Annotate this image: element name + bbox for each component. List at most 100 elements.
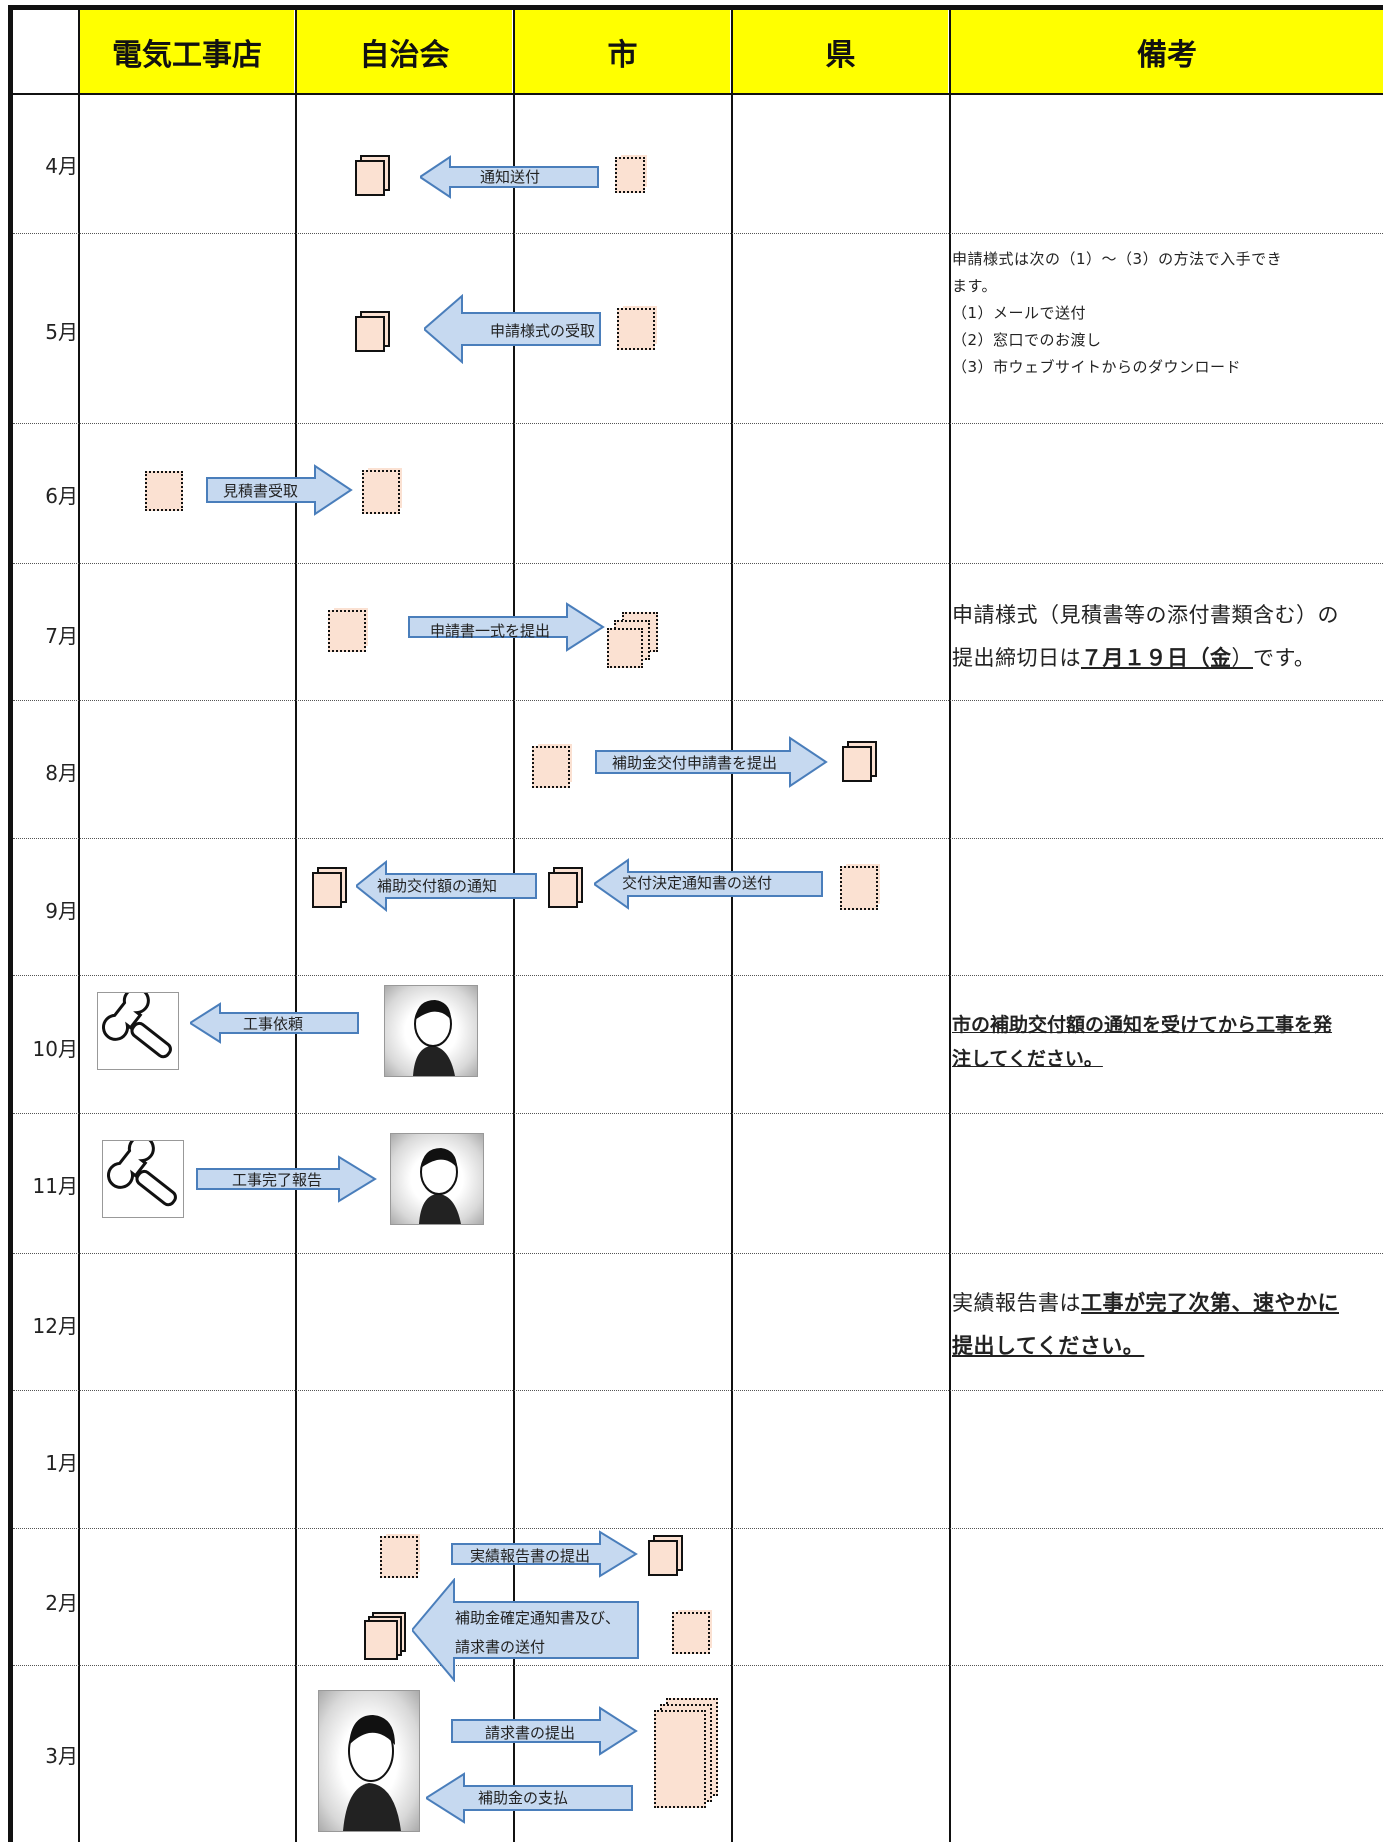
arrow-label: 見積書受取 bbox=[223, 482, 299, 500]
month-label: 10月 bbox=[32, 1037, 78, 1061]
remarks-line: 市の補助交付額の通知を受けてから工事を発 bbox=[952, 1014, 1333, 1036]
month-label: 8月 bbox=[45, 761, 78, 785]
left-arrow bbox=[412, 1578, 639, 1682]
left-arrow bbox=[190, 1002, 359, 1044]
document-icon bbox=[607, 628, 643, 668]
arrow-label: 工事完了報告 bbox=[232, 1171, 323, 1189]
month-label: 4月 bbox=[45, 154, 78, 178]
month-label: 3月 bbox=[45, 1744, 78, 1768]
remarks-july: 申請様式（見積書等の添付書類含む）の 提出締切日は７月１９日（金）です。 bbox=[952, 594, 1380, 680]
left-arrow bbox=[356, 860, 537, 912]
row-divider bbox=[13, 233, 1383, 234]
arrow-label: 補助金確定通知書及び、 bbox=[455, 1609, 621, 1627]
remarks-october: 市の補助交付額の通知を受けてから工事を発 注してください。 bbox=[952, 1008, 1380, 1076]
month-label: 5月 bbox=[45, 320, 78, 344]
arrow-label: 補助金交付申請書を提出 bbox=[612, 754, 778, 772]
month-label: 9月 bbox=[45, 899, 78, 923]
row-divider bbox=[13, 1390, 1383, 1391]
remarks-emphasis: 工事が完了次第、速やかに bbox=[1081, 1291, 1339, 1315]
document-icon bbox=[355, 160, 385, 196]
month-label: 11月 bbox=[32, 1174, 78, 1198]
left-arrow bbox=[426, 1772, 633, 1824]
header-col-remarks: 備考 bbox=[951, 9, 1383, 94]
remarks-line: （2）窓口でのお渡し bbox=[952, 331, 1102, 349]
remarks-text: 実績報告書は bbox=[952, 1291, 1081, 1315]
remarks-text: です。 bbox=[1253, 646, 1316, 670]
person-icon bbox=[384, 985, 478, 1077]
remarks-line: （1）メールで送付 bbox=[952, 304, 1087, 322]
remarks-line: 注してください。 bbox=[952, 1048, 1103, 1070]
left-arrow bbox=[420, 155, 599, 199]
right-arrow bbox=[408, 602, 605, 652]
deadline-paren: ） bbox=[1231, 646, 1253, 670]
document-icon bbox=[672, 1612, 710, 1654]
month-label: 2月 bbox=[45, 1591, 78, 1615]
row-divider bbox=[13, 423, 1383, 424]
person-icon bbox=[390, 1133, 484, 1225]
remarks-text: 提出締切日は bbox=[952, 646, 1081, 670]
right-arrow bbox=[451, 1530, 638, 1578]
row-divider bbox=[13, 975, 1383, 976]
header-col-neighborhood: 自治会 bbox=[297, 9, 512, 94]
header-col-city: 市 bbox=[515, 9, 730, 94]
header-col-prefecture: 県 bbox=[733, 9, 948, 94]
month-label: 12月 bbox=[32, 1314, 78, 1338]
document-icon bbox=[532, 746, 570, 788]
month-label: 1月 bbox=[45, 1451, 78, 1475]
arrow-label: 請求書の提出 bbox=[485, 1724, 576, 1742]
arrow-label: 通知送付 bbox=[480, 168, 541, 186]
document-icon bbox=[548, 872, 578, 908]
remarks-line: ます。 bbox=[952, 277, 998, 295]
deadline-weekday: 金 bbox=[1210, 646, 1232, 670]
document-icon bbox=[654, 1710, 706, 1808]
left-arrow bbox=[594, 858, 823, 910]
arrow-label: 申請書一式を提出 bbox=[430, 622, 551, 640]
col-divider bbox=[949, 5, 951, 1842]
row-divider bbox=[13, 1253, 1383, 1254]
col-divider bbox=[78, 5, 80, 1842]
document-icon bbox=[355, 316, 385, 352]
right-arrow bbox=[451, 1706, 638, 1756]
arrow-label: 工事依頼 bbox=[243, 1015, 304, 1033]
arrow-label: 交付決定通知書の送付 bbox=[622, 874, 773, 892]
table-top-border bbox=[8, 5, 1383, 10]
right-arrow bbox=[595, 736, 828, 788]
person-icon bbox=[318, 1690, 420, 1832]
col-divider bbox=[731, 5, 733, 1842]
wrench-icon bbox=[102, 1135, 184, 1218]
document-icon bbox=[364, 1620, 398, 1660]
document-icon bbox=[380, 1536, 418, 1578]
document-icon bbox=[145, 471, 183, 511]
remarks-line: 申請様式は次の（1）～（3）の方法で入手でき bbox=[952, 250, 1283, 268]
document-icon bbox=[328, 610, 366, 652]
row-divider bbox=[13, 1528, 1383, 1529]
remarks-line: 提出締切日は７月１９日（金）です。 bbox=[952, 637, 1380, 680]
arrow-label: 補助交付額の通知 bbox=[377, 877, 498, 895]
remarks-line: （3）市ウェブサイトからのダウンロード bbox=[952, 358, 1242, 376]
col-divider bbox=[295, 5, 297, 1842]
right-arrow bbox=[196, 1155, 377, 1203]
document-icon bbox=[615, 157, 645, 193]
header-col-electrician: 電気工事店 bbox=[80, 9, 294, 94]
document-icon bbox=[842, 746, 872, 782]
arrow-label: 請求書の送付 bbox=[455, 1638, 546, 1656]
row-divider bbox=[13, 838, 1383, 839]
arrow-label: 補助金の支払 bbox=[478, 1789, 569, 1807]
wrench-icon bbox=[97, 987, 179, 1070]
remarks-may: 申請様式は次の（1）～（3）の方法で入手でき ます。 （1）メールで送付 （2）… bbox=[952, 246, 1380, 381]
month-label: 6月 bbox=[45, 484, 78, 508]
deadline-date: ７月１９日（ bbox=[1081, 646, 1210, 670]
document-icon bbox=[648, 1540, 678, 1576]
arrow-label: 申請様式の受取 bbox=[490, 322, 596, 340]
header-bottom-border bbox=[8, 93, 1383, 95]
remarks-december: 実績報告書は工事が完了次第、速やかに 提出してください。 bbox=[952, 1282, 1380, 1368]
row-divider bbox=[13, 700, 1383, 701]
remarks-line: 実績報告書は工事が完了次第、速やかに bbox=[952, 1282, 1380, 1325]
arrow-label: 実績報告書の提出 bbox=[470, 1547, 591, 1565]
remarks-line: 提出してください。 bbox=[952, 1334, 1145, 1358]
col-divider bbox=[513, 5, 515, 1842]
row-divider bbox=[13, 1665, 1383, 1666]
left-arrow bbox=[424, 294, 601, 364]
document-icon bbox=[840, 866, 878, 910]
document-icon bbox=[312, 872, 342, 908]
